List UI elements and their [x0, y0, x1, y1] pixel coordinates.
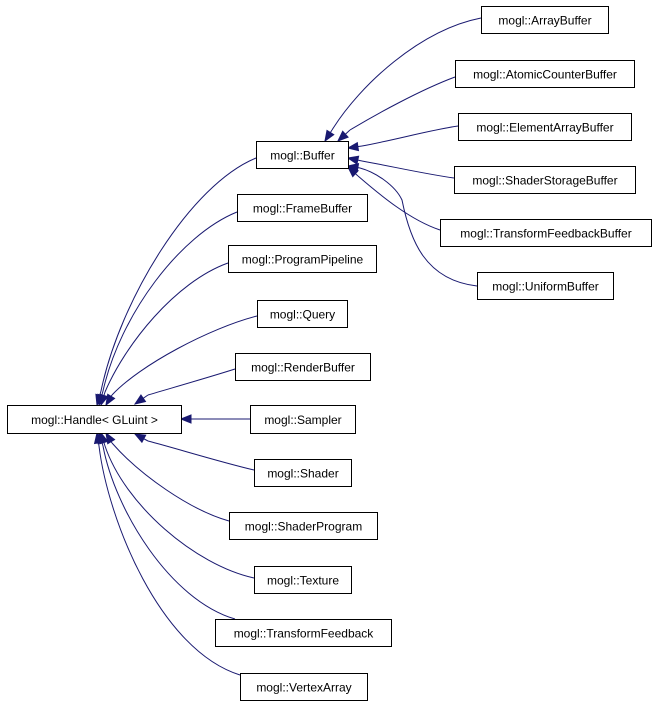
- node-shader[interactable]: mogl::Shader: [254, 459, 352, 487]
- node-renderbuffer[interactable]: mogl::RenderBuffer: [235, 353, 371, 381]
- node-transformfeedbackbuffer[interactable]: mogl::TransformFeedbackBuffer: [440, 219, 652, 247]
- edge-renderbuffer-to-handle: [133, 368, 236, 405]
- edge-query-to-handle: [105, 315, 258, 407]
- node-label-uniformbuffer: mogl::UniformBuffer: [492, 280, 598, 294]
- edge-shaderprogram-to-handle: [105, 431, 230, 522]
- edge-atomiccounterbuffer-to-buffer: [337, 76, 456, 142]
- node-shaderprogram[interactable]: mogl::ShaderProgram: [229, 512, 378, 540]
- edges: [93, 17, 482, 676]
- node-label-buffer: mogl::Buffer: [270, 149, 334, 163]
- node-label-query: mogl::Query: [270, 308, 335, 322]
- node-label-arraybuffer: mogl::ArrayBuffer: [498, 14, 591, 28]
- node-vertexarray[interactable]: mogl::VertexArray: [240, 673, 368, 701]
- node-label-elementarraybuffer: mogl::ElementArrayBuffer: [476, 121, 613, 135]
- edge-programpipeline-to-handle: [99, 262, 229, 407]
- node-arraybuffer[interactable]: mogl::ArrayBuffer: [481, 6, 609, 34]
- node-label-shaderprogram: mogl::ShaderProgram: [245, 520, 362, 534]
- edge-sampler-to-handle: [179, 414, 250, 424]
- node-label-framebuffer: mogl::FrameBuffer: [253, 202, 352, 216]
- node-uniformbuffer[interactable]: mogl::UniformBuffer: [477, 272, 614, 300]
- node-transformfeedback[interactable]: mogl::TransformFeedback: [215, 619, 392, 647]
- edge-shader-to-handle: [133, 433, 255, 471]
- node-programpipeline[interactable]: mogl::ProgramPipeline: [228, 245, 377, 273]
- node-label-shader: mogl::Shader: [267, 467, 338, 481]
- edge-transformfeedback-to-handle: [97, 431, 236, 620]
- edge-arraybuffer-to-buffer: [324, 17, 482, 143]
- node-label-sampler: mogl::Sampler: [264, 413, 341, 427]
- node-buffer[interactable]: mogl::Buffer: [256, 141, 349, 169]
- node-label-handle: mogl::Handle< GLuint >: [31, 413, 158, 427]
- edge-buffer-to-handle: [95, 157, 257, 407]
- node-sampler[interactable]: mogl::Sampler: [250, 405, 356, 434]
- nodes: mogl::Handle< GLuint >mogl::Buffermogl::…: [7, 6, 652, 701]
- node-label-atomiccounterbuffer: mogl::AtomicCounterBuffer: [473, 68, 617, 82]
- node-label-shaderstoragebuffer: mogl::ShaderStorageBuffer: [472, 174, 617, 188]
- node-shaderstoragebuffer[interactable]: mogl::ShaderStorageBuffer: [454, 166, 636, 194]
- node-handle[interactable]: mogl::Handle< GLuint >: [7, 405, 182, 434]
- node-framebuffer[interactable]: mogl::FrameBuffer: [237, 194, 368, 222]
- node-label-renderbuffer: mogl::RenderBuffer: [251, 361, 355, 375]
- node-label-transformfeedbackbuffer: mogl::TransformFeedbackBuffer: [460, 227, 631, 241]
- node-texture[interactable]: mogl::Texture: [254, 566, 352, 594]
- edge-elementarraybuffer-to-buffer: [346, 125, 459, 152]
- node-label-texture: mogl::Texture: [267, 574, 339, 588]
- node-label-vertexarray: mogl::VertexArray: [256, 681, 351, 695]
- node-elementarraybuffer[interactable]: mogl::ElementArrayBuffer: [458, 113, 632, 141]
- edge-uniformbuffer-to-buffer: [346, 163, 478, 287]
- edge-shaderstoragebuffer-to-buffer: [346, 155, 455, 179]
- edge-vertexarray-to-handle: [93, 431, 241, 676]
- node-query[interactable]: mogl::Query: [257, 300, 348, 328]
- node-label-transformfeedback: mogl::TransformFeedback: [234, 627, 375, 641]
- node-atomiccounterbuffer[interactable]: mogl::AtomicCounterBuffer: [455, 60, 635, 88]
- node-label-programpipeline: mogl::ProgramPipeline: [242, 253, 364, 267]
